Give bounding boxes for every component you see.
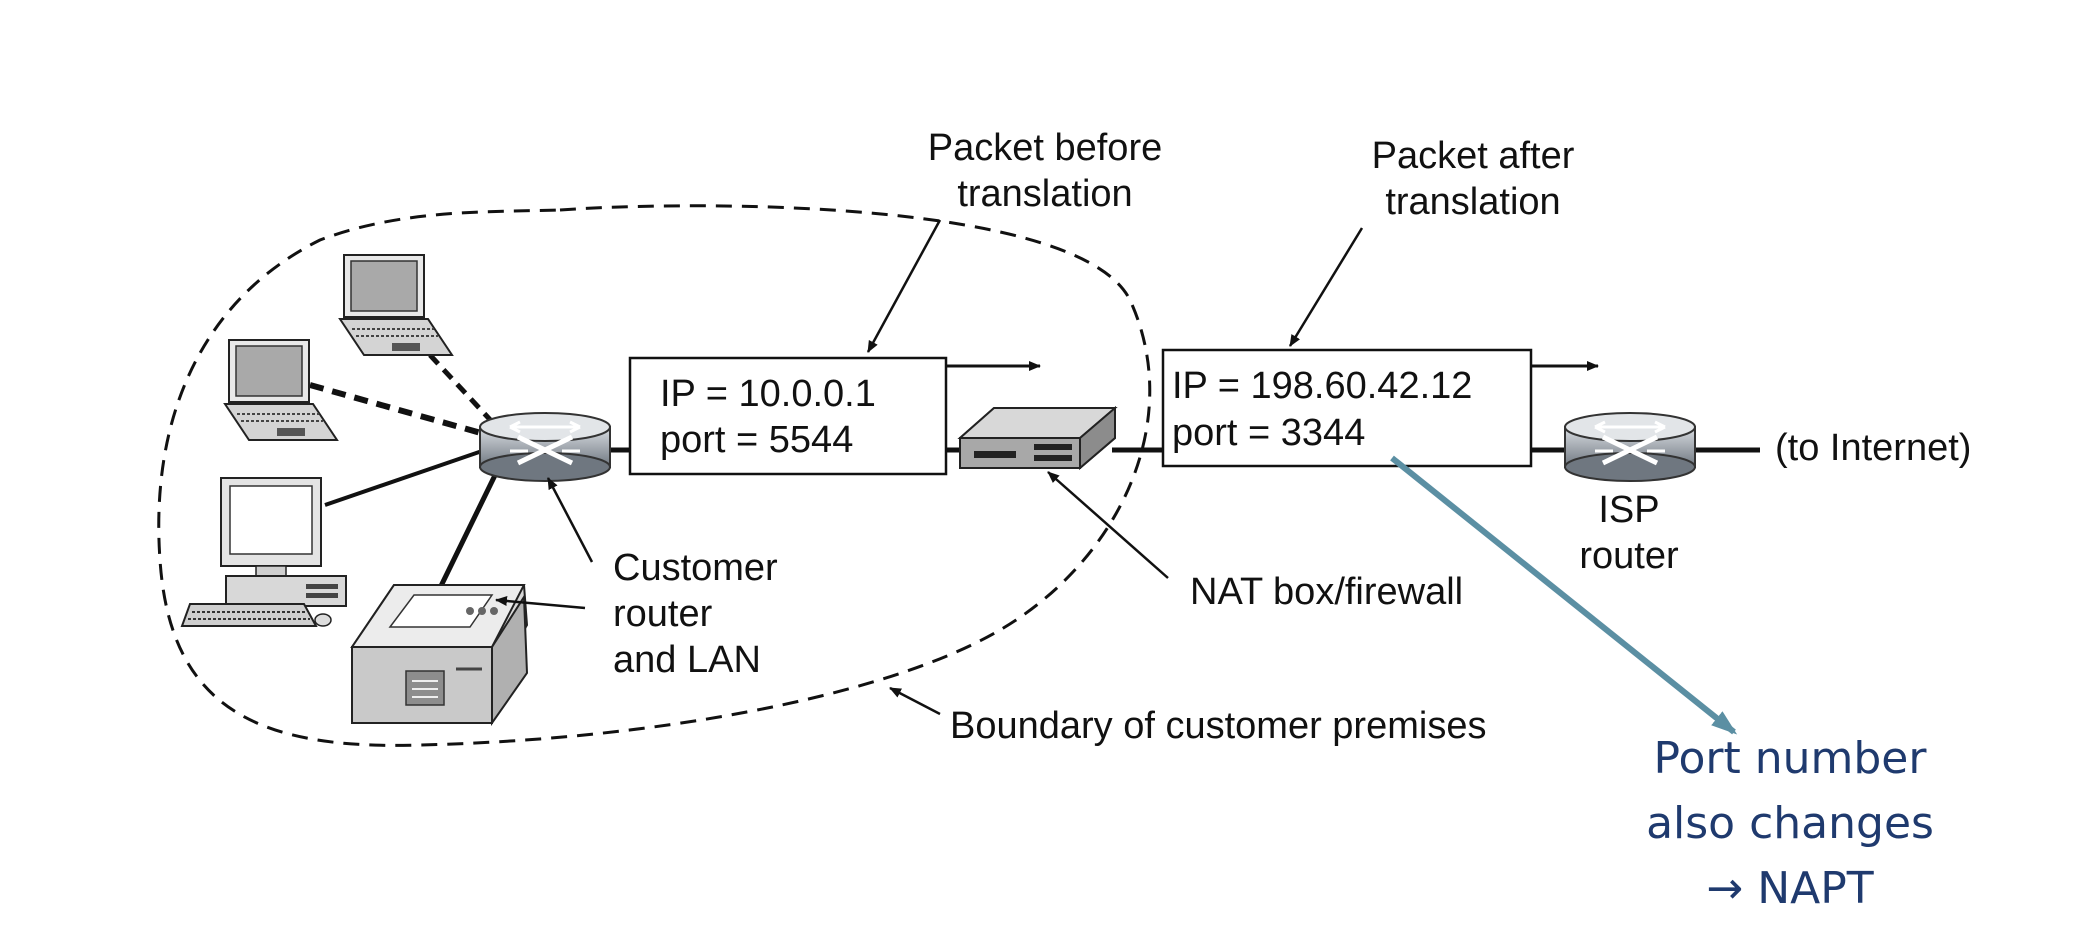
laptop-icon	[338, 254, 454, 356]
annotation-note: → NAPT	[1706, 863, 1873, 914]
label-isp-router: ISP	[1598, 489, 1659, 531]
packet-after-ip: IP = 198.60.42.12	[1172, 365, 1472, 407]
label-packet-after: translation	[1385, 181, 1560, 223]
label-packet-before: Packet before	[928, 127, 1162, 169]
link-laptop-top	[428, 353, 497, 427]
link-desktop	[324, 448, 486, 507]
label-customer-router: Customer	[613, 547, 778, 589]
nat-box-icon	[957, 405, 1118, 471]
laptop-icon	[223, 339, 339, 441]
label-nat-box: NAT box/firewall	[1190, 571, 1463, 613]
packet-before-box	[628, 356, 948, 476]
label-customer-router: router	[613, 593, 713, 635]
pointer-arrow	[866, 219, 942, 353]
pointer-arrow	[546, 477, 594, 563]
label-packet-after: Packet after	[1372, 135, 1575, 177]
annotation-note: Port number	[1654, 733, 1928, 784]
label-boundary: Boundary of customer premises	[950, 705, 1486, 747]
router-icon	[1564, 412, 1696, 482]
packet-before-port: port = 5544	[660, 419, 853, 461]
pointer-arrow	[1047, 471, 1169, 579]
label-internet: (to Internet)	[1775, 427, 1971, 469]
packet-after-port: port = 3344	[1172, 412, 1365, 454]
customer-premises-boundary	[157, 204, 1152, 747]
annotation-note: also changes	[1646, 798, 1934, 849]
pointer-arrow	[1288, 227, 1364, 347]
label-isp-router: router	[1579, 535, 1679, 577]
link-laptop-left	[309, 382, 489, 438]
annotation-arrow	[1390, 455, 1738, 735]
label-packet-before: translation	[957, 173, 1132, 215]
pointer-arrow	[495, 596, 586, 610]
link-printer	[437, 463, 503, 590]
printer-icon	[350, 584, 529, 727]
label-customer-router: and LAN	[613, 639, 761, 681]
packet-before-ip: IP = 10.0.0.1	[660, 373, 876, 415]
pointer-arrow	[889, 686, 941, 716]
router-icon	[479, 412, 611, 482]
desktop-computer-icon	[180, 477, 347, 627]
packet-after-box	[1161, 348, 1533, 468]
